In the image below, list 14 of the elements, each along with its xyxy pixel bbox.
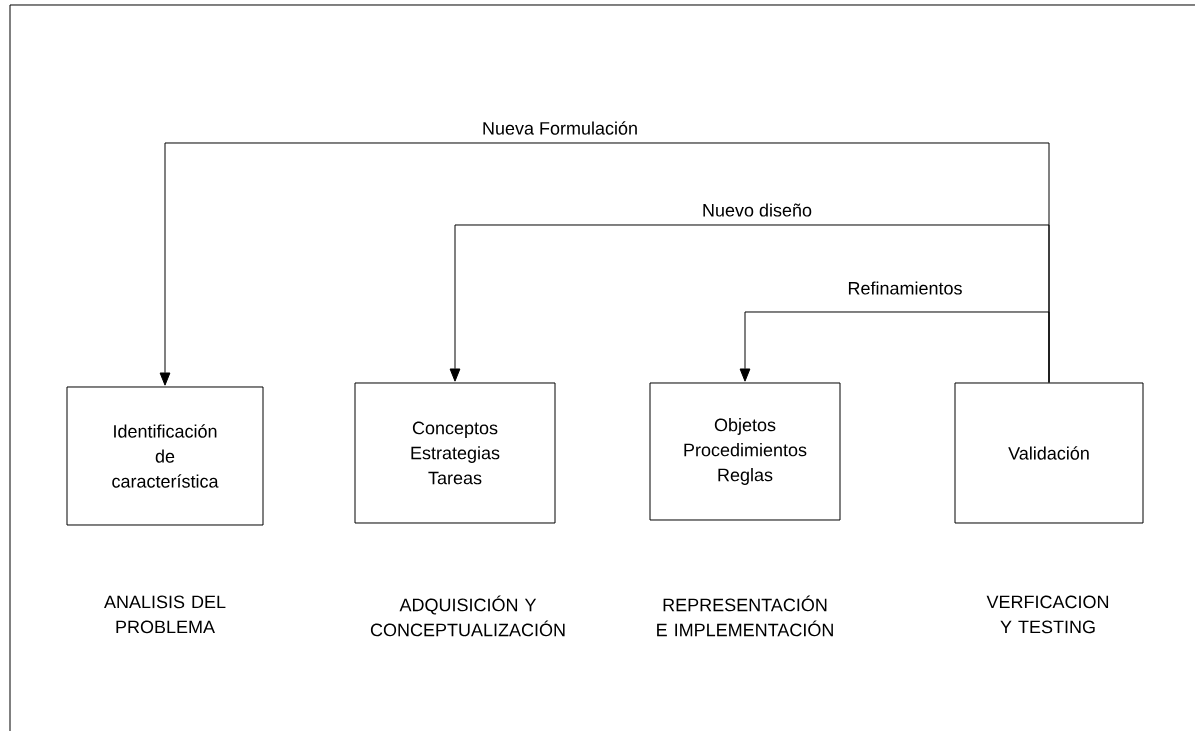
arrow: [449, 224, 1050, 383]
stage-label: VERFICACION Y TESTING: [986, 595, 1109, 634]
process-box: Objetos Procedimientos Reglas: [649, 382, 841, 521]
arrow: [739, 311, 1050, 383]
edge-label: Nueva Formulación: [480, 120, 640, 136]
stage-label: ANALISIS DEL PROBLEMA: [104, 595, 226, 634]
edge-label: Nuevo diseño: [700, 202, 814, 218]
process-box: Validación: [954, 382, 1144, 524]
stage-label: REPRESENTACIÓN E IMPLEMENTACIÓN: [657, 595, 833, 637]
stage-label: ADQUISICIÓN Y CONCEPTUALIZACIÓN: [370, 595, 565, 637]
process-box: Identificación de característica: [66, 386, 264, 526]
process-box: Conceptos Estrategias Tareas: [354, 382, 556, 524]
edge-label: Refinamientos: [846, 280, 964, 296]
arrow: [159, 142, 1050, 386]
